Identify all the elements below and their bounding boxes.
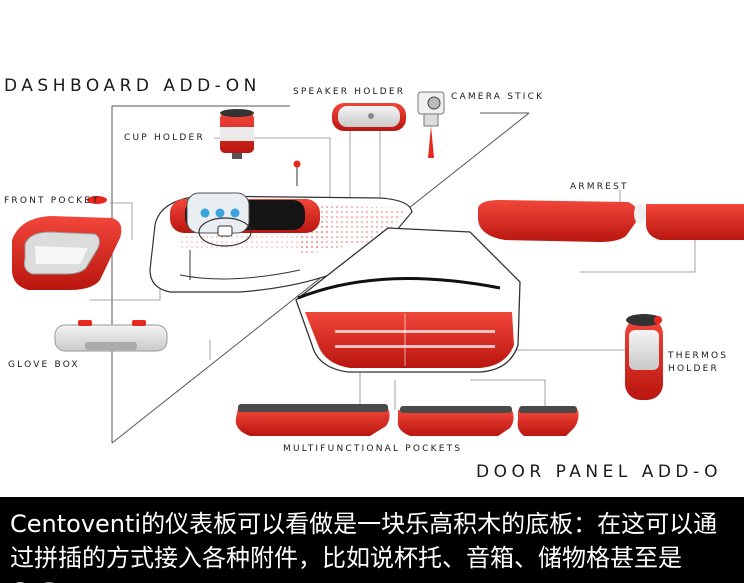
thermos-holder-label-line1: THERMOS — [668, 351, 729, 361]
caption-text: Centoventi的仪表板可以看做是一块乐高积木的底板：在这可以通过拼插的方式… — [10, 510, 718, 583]
door-panel — [295, 227, 521, 373]
glove-box-label: GLOVE BOX — [8, 360, 80, 370]
cup-holder-illustration — [220, 109, 254, 159]
multifunctional-pockets-label: MULTIFUNCTIONAL POCKETS — [283, 444, 463, 454]
thermos-holder-label-line2: HOLDER — [668, 364, 719, 374]
cup-holder-label: CUP HOLDER — [124, 133, 205, 143]
concept-illustration — [12, 91, 744, 444]
speaker-holder-illustration — [332, 103, 406, 131]
front-pocket-label: FRONT POCKET — [4, 196, 100, 206]
thermos-holder-illustration — [625, 314, 663, 400]
camera-stick-illustration — [417, 91, 445, 158]
armrest-label: ARMREST — [570, 182, 629, 192]
multifunctional-pockets-illustration — [235, 404, 579, 436]
glove-box-illustration — [54, 320, 168, 352]
door-panel-addon-label: DOOR PANEL ADD-O — [476, 462, 722, 482]
camera-stick-label: CAMERA STICK — [451, 92, 545, 102]
front-pocket-illustration — [12, 196, 122, 290]
dashboard-addon-label: DASHBOARD ADD-ON — [4, 76, 261, 96]
armrest-illustration — [478, 200, 744, 242]
caption-bar: Centoventi的仪表板可以看做是一块乐高积木的底板：在这可以通过拼插的方式… — [0, 497, 744, 583]
dashboard-pin — [293, 160, 301, 186]
speaker-holder-label: SPEAKER HOLDER — [293, 87, 406, 97]
